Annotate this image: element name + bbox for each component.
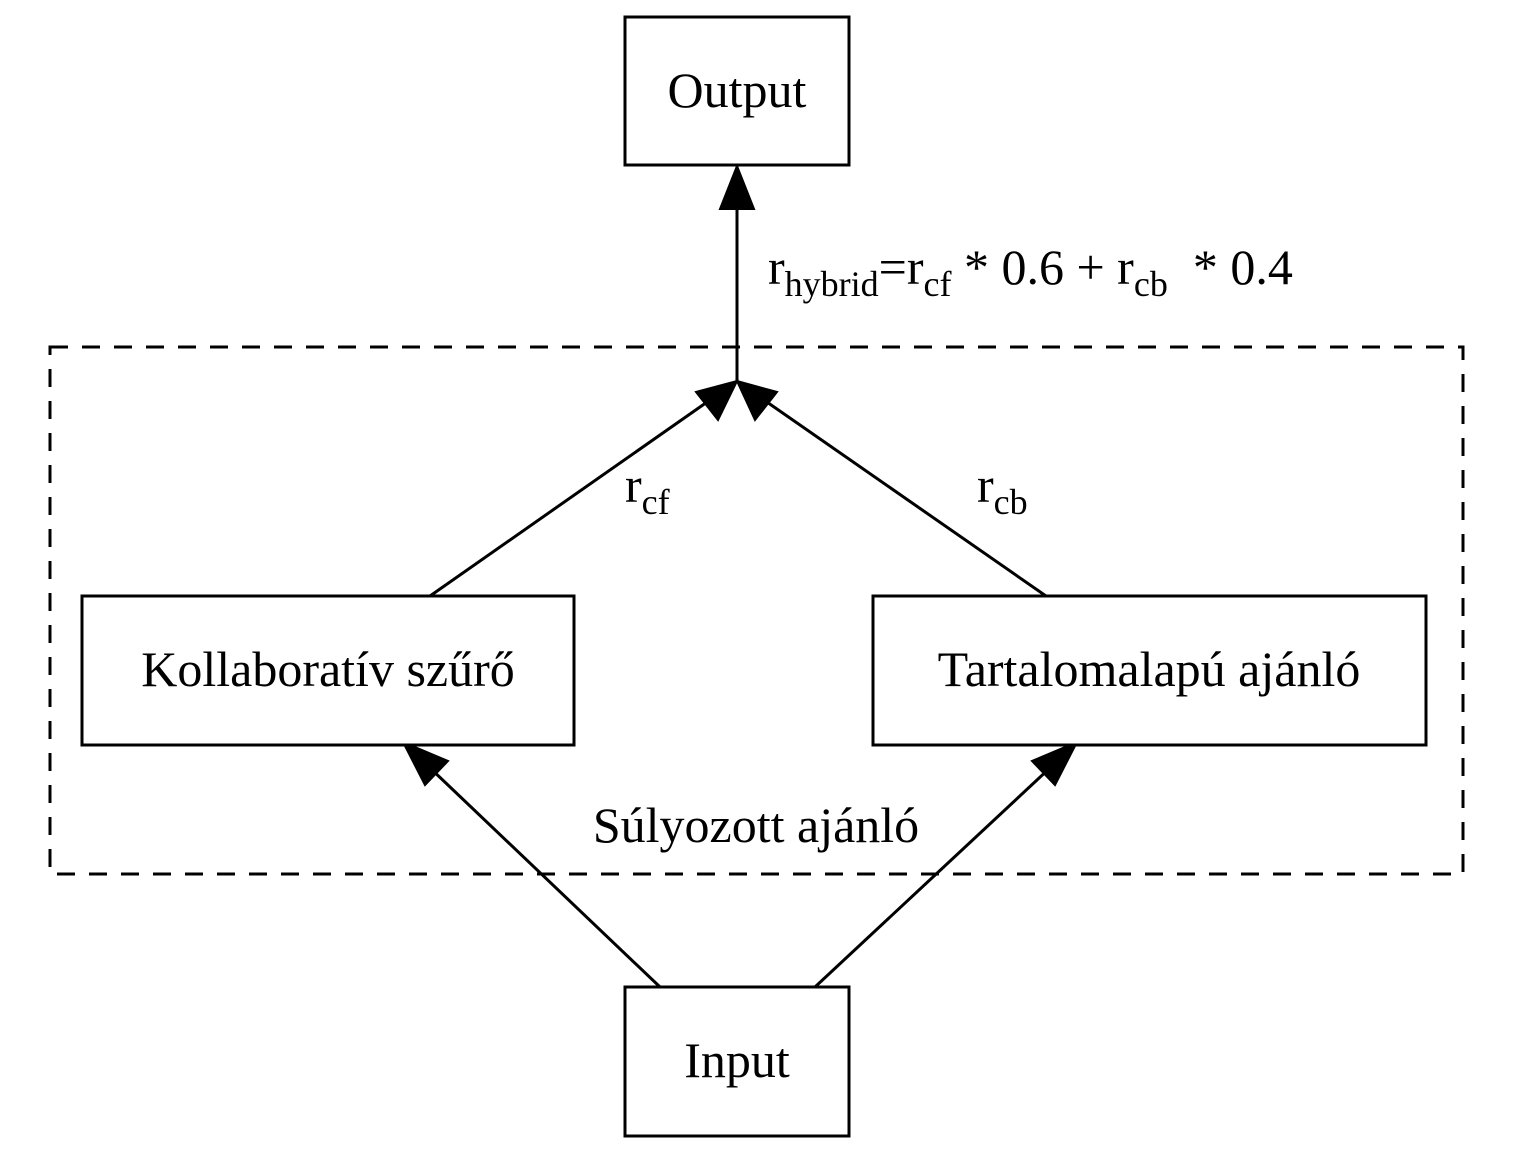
arrowhead-collaborative — [400, 740, 450, 787]
node-input: Input — [623, 985, 851, 1138]
node-output: Output — [623, 15, 851, 167]
arrowhead-output — [718, 163, 756, 210]
node-content-based-label: Tartalomalapú ajánló — [938, 641, 1361, 697]
node-output-label: Output — [668, 62, 807, 118]
arrowhead-junction-left — [694, 379, 739, 422]
edge-label-rcf: rcf — [625, 457, 670, 522]
edge-label-rcb: rcb — [977, 457, 1028, 522]
edge-input-to-content-based — [813, 764, 1054, 989]
cluster-label: Súlyozott ajánló — [593, 797, 919, 853]
node-collaborative-filter-label: Kollaboratív szűrő — [141, 641, 515, 697]
edge-label-hybrid-formula: rhybrid=rcf * 0.6 + rcb * 0.4 — [768, 239, 1293, 304]
node-input-label: Input — [684, 1032, 790, 1088]
arrowhead-content-based — [1030, 740, 1080, 787]
cluster-weighted-recommender — [48, 345, 1465, 876]
edge-content-based-to-junction — [763, 398, 1047, 598]
node-content-based: Tartalomalapú ajánló — [871, 594, 1428, 747]
edge-collaborative-to-junction — [429, 398, 711, 598]
arrowhead-junction-right — [735, 379, 779, 422]
node-collaborative-filter: Kollaboratív szűrő — [80, 594, 576, 747]
edge-input-to-collaborative — [426, 764, 662, 989]
